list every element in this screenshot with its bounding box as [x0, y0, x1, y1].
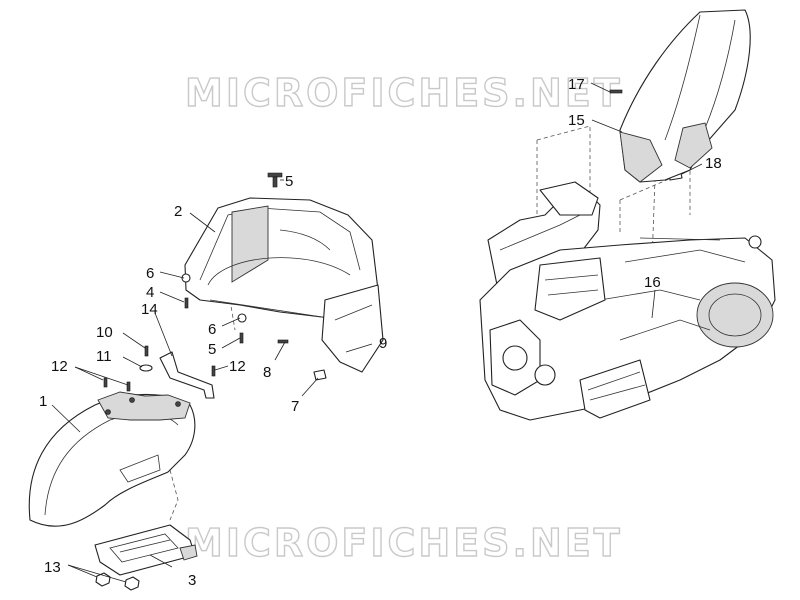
watermark-bottom: MICROFICHES.NET	[185, 521, 623, 565]
callout-16: 16	[644, 274, 661, 291]
leader-lines	[51, 82, 703, 583]
callout-8: 8	[263, 364, 271, 381]
callout-11: 11	[96, 348, 112, 365]
engine-assembly	[479, 181, 776, 421]
callout-12: 12	[51, 358, 68, 375]
callout-14: 14	[141, 301, 158, 318]
callout-12b: 12	[229, 358, 246, 375]
callout-13: 13	[44, 559, 61, 576]
support-bracket-part	[159, 351, 215, 399]
callout-5b: 5	[208, 341, 216, 358]
callout-18: 18	[705, 155, 722, 172]
inner-shield-part	[184, 197, 384, 373]
front-mudguard-part	[28, 391, 196, 527]
callout-5: 4	[146, 284, 154, 301]
callout-9: 9	[379, 335, 387, 352]
rear-hugger-part	[619, 9, 751, 183]
callout-6b: 6	[208, 321, 216, 338]
callout-labels: 5 2 6 4 14 6 5 12 8 7 9 10 11 12 1 3 13 …	[39, 76, 722, 589]
nuts-part	[95, 572, 140, 591]
mudguard-bracket-part	[94, 524, 198, 576]
callout-15: 15	[568, 112, 585, 129]
callout-1: 1	[39, 393, 47, 410]
callout-7: 7	[291, 398, 299, 415]
callout-3: 3	[188, 572, 196, 589]
callout-4: 5	[285, 173, 293, 190]
watermark-top: MICROFICHES.NET	[185, 71, 623, 115]
callout-6: 6	[146, 265, 154, 282]
callout-17: 17	[568, 76, 585, 93]
callout-2: 2	[174, 203, 182, 220]
callout-10: 10	[96, 324, 113, 341]
